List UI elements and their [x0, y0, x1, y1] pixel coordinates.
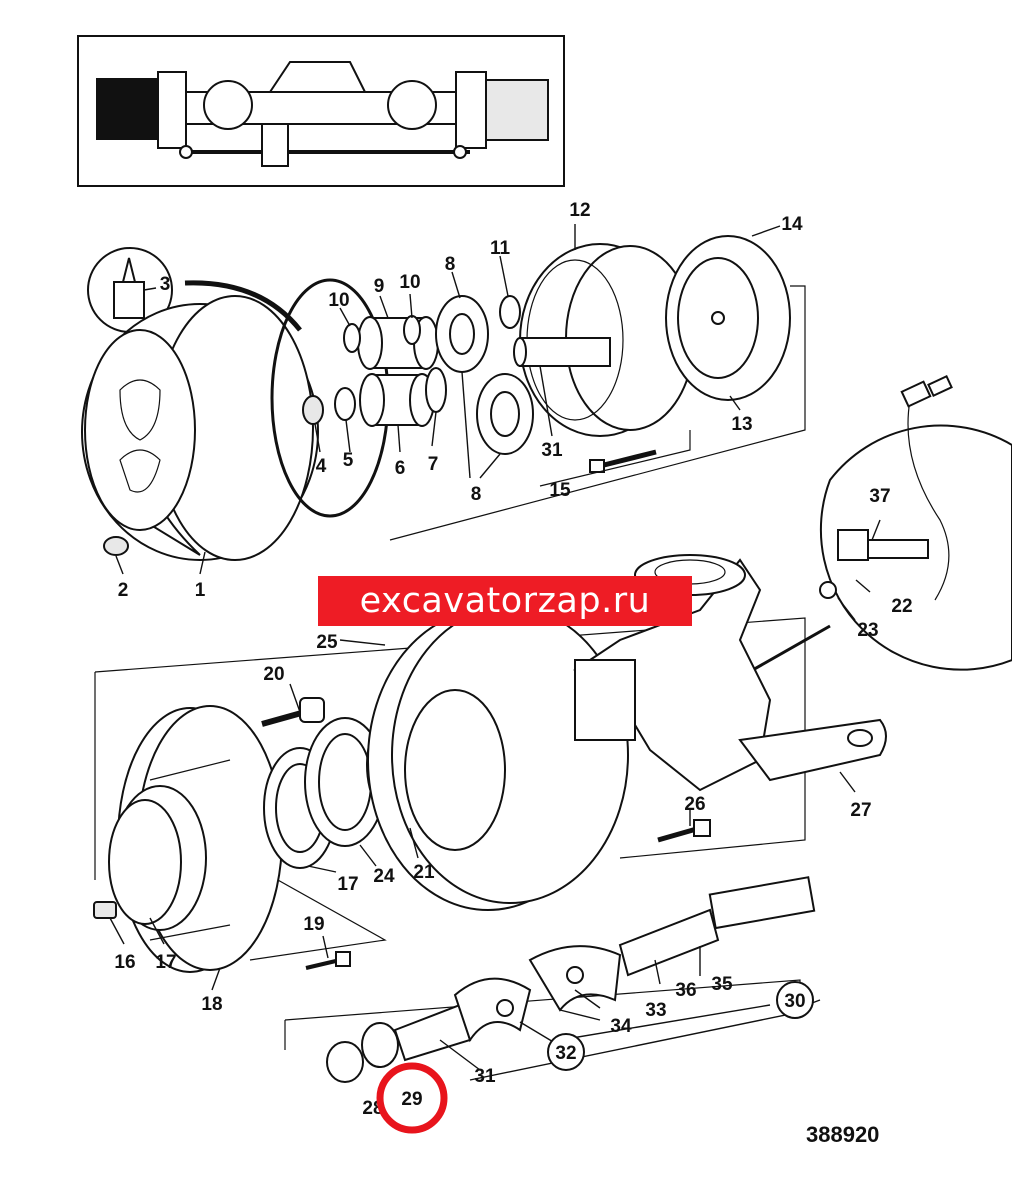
label-7: 7 — [428, 454, 439, 475]
speed-sensor-callout — [699, 375, 1012, 702]
label-31-top: 31 — [541, 440, 563, 461]
part-labels: 1 2 3 4 5 6 7 8 8 9 10 10 11 12 13 14 15… — [114, 200, 913, 1134]
label-5: 5 — [343, 450, 354, 471]
label-12: 12 — [569, 200, 590, 221]
label-21: 21 — [413, 862, 435, 883]
label-35: 35 — [711, 974, 733, 995]
label-37: 37 — [869, 486, 890, 507]
label-34: 34 — [610, 1016, 632, 1037]
label-27: 27 — [850, 800, 871, 821]
label-10-right: 10 — [399, 272, 420, 293]
watermark-banner: excavatorzap.ru — [318, 576, 692, 626]
label-22: 22 — [891, 596, 912, 617]
label-31-bottom: 31 — [474, 1066, 496, 1087]
label-15: 15 — [549, 480, 571, 501]
label-26: 26 — [684, 794, 705, 815]
label-8-top: 8 — [445, 254, 456, 275]
label-10-left: 10 — [328, 290, 349, 311]
label-33: 33 — [645, 1000, 666, 1021]
figure-reference-number: 388920 — [806, 1122, 880, 1147]
label-32: 32 — [555, 1043, 576, 1064]
label-29: 29 — [401, 1089, 422, 1110]
label-1: 1 — [195, 580, 206, 601]
label-4: 4 — [316, 456, 327, 477]
label-16: 16 — [114, 952, 135, 973]
label-20: 20 — [263, 664, 284, 685]
label-23: 23 — [857, 620, 878, 641]
label-11: 11 — [490, 238, 511, 259]
hub-brake-group — [93, 554, 887, 973]
planetary-hub-group — [81, 235, 806, 561]
label-30: 30 — [784, 991, 805, 1012]
label-19: 19 — [303, 914, 324, 935]
label-17-right: 17 — [337, 874, 358, 895]
label-24: 24 — [373, 866, 395, 887]
label-17-left: 17 — [155, 952, 176, 973]
drive-shaft-group — [284, 876, 816, 1083]
label-14: 14 — [781, 214, 803, 235]
label-3: 3 — [160, 274, 171, 295]
label-8-bottom: 8 — [471, 484, 482, 505]
axle-overview-inset — [77, 35, 565, 187]
label-13: 13 — [731, 414, 752, 435]
highlight-circle-29 — [376, 1062, 448, 1134]
label-25: 25 — [316, 632, 338, 653]
label-18: 18 — [201, 994, 222, 1015]
label-36: 36 — [675, 980, 696, 1001]
label-9: 9 — [374, 276, 385, 297]
label-6: 6 — [395, 458, 406, 479]
label-2: 2 — [118, 580, 129, 601]
